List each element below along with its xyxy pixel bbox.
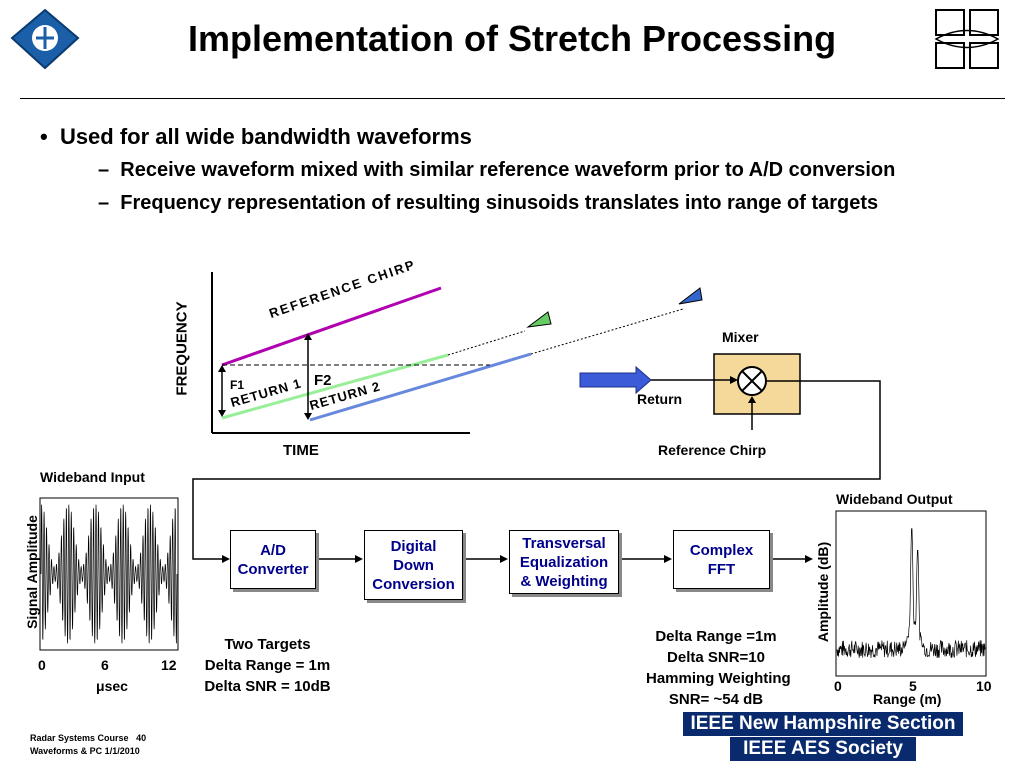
input-tick-6: 6: [101, 657, 109, 673]
return-label: Return: [637, 391, 683, 407]
notes-left: Two Targets Delta Range = 1m Delta SNR =…: [196, 634, 339, 697]
eq-line1: Transversal: [522, 534, 606, 552]
return2-dotted: [530, 308, 684, 355]
target1-icon: [526, 311, 552, 328]
footer-org2: IEEE AES Society: [730, 737, 916, 761]
bullet-main: • Used for all wide bandwidth waveforms: [40, 124, 472, 149]
ddc-line3: Conversion: [372, 575, 455, 593]
time-axis-label: TIME: [283, 442, 319, 459]
wideband-input-title: Wideband Input: [40, 469, 145, 485]
page-title: Implementation of Stretch Processing: [187, 18, 837, 59]
footer-page-number: 40: [136, 733, 147, 743]
return1-line: [221, 353, 449, 420]
footer-course-line2: Waveforms & PC 1/1/2010: [30, 746, 140, 756]
mixer-label: Mixer: [722, 329, 759, 345]
bullet-sub2: – Frequency representation of resulting …: [98, 192, 879, 214]
return-arrow-icon: [579, 365, 652, 395]
reference-chirp-input-label: Reference Chirp: [658, 442, 767, 458]
output-tick-5: 5: [909, 678, 917, 694]
bullet-sub2-text: Frequency representation of resulting si…: [120, 192, 879, 214]
return2-line: [309, 352, 532, 422]
ad-line2: Converter: [237, 560, 309, 578]
bullet-sub1: – Receive waveform mixed with similar re…: [98, 159, 896, 181]
return1-dotted: [447, 330, 526, 356]
reference-chirp-line: [221, 286, 442, 367]
f2-label: F2: [314, 372, 332, 389]
output-tick-10: 10: [976, 678, 992, 694]
notes-right-line4: SNR= ~54 dB: [668, 691, 764, 708]
notes-left-line1: Two Targets: [224, 636, 311, 653]
footer-org1: IEEE New Hampshire Section: [683, 712, 963, 736]
notes-right-line1: Delta Range =1m: [655, 628, 777, 645]
target2-icon: [678, 287, 703, 305]
eq-line2: Equalization: [519, 553, 609, 571]
bullet-main-text: Used for all wide bandwidth waveforms: [59, 124, 472, 149]
notes-right-line3: Hamming Weighting: [646, 670, 791, 687]
bullet-sub1-text: Receive waveform mixed with similar refe…: [120, 159, 896, 181]
ddc-line1: Digital: [390, 537, 437, 555]
notes-left-line3: Delta SNR = 10dB: [204, 678, 331, 695]
input-waveform-trace: [40, 504, 178, 644]
notes-left-line2: Delta Range = 1m: [204, 657, 331, 674]
input-tick-12: 12: [161, 657, 177, 673]
ddc-line2: Down: [393, 556, 434, 574]
aes-logo-icon: [934, 9, 1000, 69]
wideband-input-waveform: [40, 504, 178, 644]
output-spectrum-trace: [836, 528, 986, 659]
frequency-axis-label: FREQUENCY: [173, 301, 191, 396]
output-xlabel: Range (m): [873, 691, 942, 707]
fft-line2: FFT: [707, 560, 736, 578]
input-unit-label: μsec: [96, 678, 128, 694]
footer-course: Radar Systems Course 40: [30, 733, 146, 743]
eq-line3: & Weighting: [520, 572, 608, 590]
ad-line1: A/D: [260, 541, 286, 559]
wideband-output-spectrum: [836, 528, 986, 659]
notes-right: Delta Range =1m Delta SNR=10 Hamming Wei…: [646, 626, 791, 710]
title-divider: [20, 98, 1005, 99]
notes-right-line2: Delta SNR=10: [667, 649, 765, 666]
signal-amplitude-label: Signal Amplitude: [24, 515, 40, 629]
output-tick-0: 0: [834, 678, 842, 694]
f1-label: F1: [230, 378, 245, 392]
input-tick-0: 0: [38, 657, 46, 673]
footer-course-line1: Radar Systems Course: [30, 733, 129, 743]
ieee-logo-icon: [10, 8, 80, 70]
fft-line1: Complex: [689, 541, 754, 559]
wideband-output-title: Wideband Output: [836, 491, 953, 507]
amplitude-db-label: Amplitude (dB): [815, 541, 831, 643]
